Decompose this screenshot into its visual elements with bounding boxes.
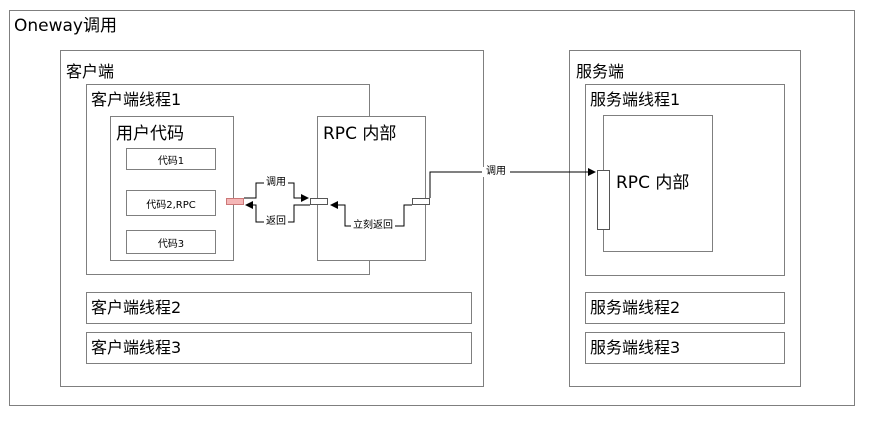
server-thread2-title: 服务端线程2	[590, 298, 681, 317]
code-item-2-rpc: 代码2,RPC	[126, 190, 216, 216]
client-title: 客户端	[66, 62, 115, 81]
server-thread3-title: 服务端线程3	[590, 338, 681, 357]
client-rpc-title: RPC 内部	[323, 124, 397, 144]
client-rpc-out-port	[412, 198, 430, 205]
user-code-title: 用户代码	[116, 124, 184, 144]
frame-title: Oneway调用	[14, 16, 117, 36]
remote-call-edge	[429, 168, 596, 198]
server-thread1-title: 服务端线程1	[590, 90, 681, 109]
client-thread2	[86, 292, 472, 324]
client-thread1-title: 客户端线程1	[91, 90, 182, 109]
server-thread2	[585, 292, 785, 324]
remote-call-label: 调用	[482, 167, 510, 177]
server-rpc-in-port	[597, 170, 610, 230]
server-title: 服务端	[576, 62, 625, 81]
client-rpc-box	[317, 116, 426, 261]
user-code-port	[226, 198, 244, 205]
immediate-return-label: 立刻返回	[351, 220, 395, 231]
client-thread3	[86, 332, 472, 364]
return-label: 返回	[264, 216, 288, 227]
server-rpc-box	[603, 115, 713, 252]
server-thread3	[585, 332, 785, 364]
code-item-3: 代码3	[126, 230, 216, 254]
call-label: 调用	[264, 177, 288, 188]
client-thread3-title: 客户端线程3	[91, 338, 182, 357]
server-rpc-title: RPC 内部	[616, 173, 690, 193]
code-item-1: 代码1	[126, 148, 216, 170]
client-rpc-in-port	[310, 198, 328, 205]
client-thread2-title: 客户端线程2	[91, 298, 182, 317]
